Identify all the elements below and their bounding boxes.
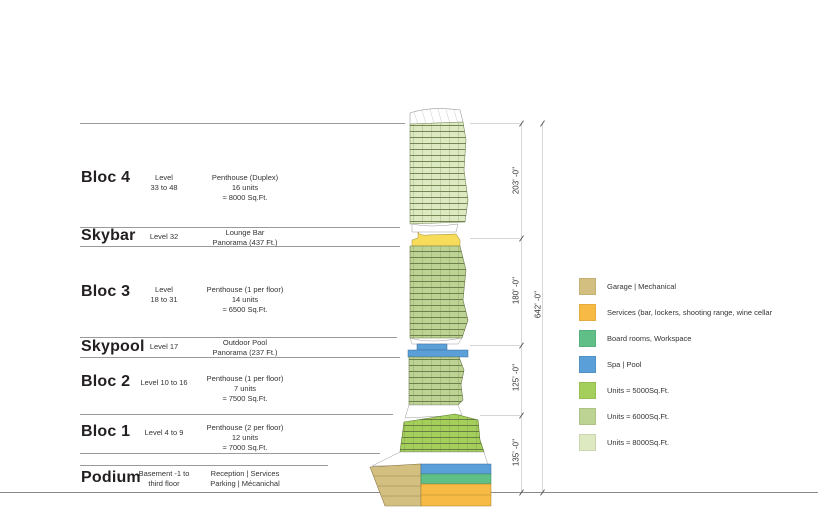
- section-level: Basement -1 to third floor: [138, 469, 190, 488]
- section-level: Level 17: [149, 342, 179, 351]
- legend-item-units-6000: Units ≈ 6000Sq.Ft.: [579, 407, 669, 425]
- section-title: Skypool: [81, 338, 145, 355]
- section-description: Outdoor Pool Panorama (237 Ft.): [212, 338, 278, 357]
- section-title: Bloc 1: [81, 423, 131, 440]
- section-description: Reception | Services Parking | Mécanicha…: [210, 469, 280, 488]
- tower-podium: [369, 463, 492, 507]
- dim-extension-skypool: [470, 345, 520, 346]
- dim-label-bloc4: 203' -0'': [511, 166, 521, 195]
- dim-extension-bloc1: [480, 415, 520, 416]
- legend-item-spa-pool: Spa | Pool: [579, 355, 641, 373]
- dim-line-segments: [521, 123, 522, 492]
- section-description: Lounge Bar Panorama (437 Ft.): [212, 228, 278, 247]
- section-description: Penthouse (1 per floor) 14 units ≈ 6500 …: [206, 285, 284, 314]
- legend-swatch: [579, 303, 596, 321]
- section-level: Level 18 to 31: [150, 285, 178, 304]
- legend-swatch: [579, 381, 596, 399]
- legend-item-garage: Garage | Mechanical: [579, 277, 676, 295]
- dim-line-total: [542, 123, 543, 492]
- legend-item-units-8000: Units ≈ 8000Sq.Ft.: [579, 433, 669, 451]
- tower-bloc1: [399, 413, 485, 453]
- divider-skybar-bloc3: [80, 246, 400, 247]
- section-title: Bloc 4: [81, 169, 131, 186]
- divider-skypool-bloc2: [80, 357, 400, 358]
- tower-skybar: [411, 223, 461, 247]
- section-level: Level 4 to 9: [144, 428, 184, 437]
- legend-item-units-5000: Units ≈ 5000Sq.Ft.: [579, 381, 669, 399]
- divider-bloc1-podium: [80, 453, 380, 454]
- section-title: Podium: [81, 469, 141, 486]
- legend-item-services: Services (bar, lockers, shooting range, …: [579, 303, 772, 321]
- dim-label-bloc1: 135' -0'': [511, 438, 521, 467]
- legend-swatch: [579, 355, 596, 373]
- legend-swatch: [579, 329, 596, 347]
- tower-bloc2: [408, 356, 465, 406]
- section-level: Level 32: [149, 232, 179, 241]
- dim-extension-top: [470, 123, 520, 124]
- tower-bloc3: [409, 245, 469, 339]
- dim-label-bloc3: 180' -0'': [511, 276, 521, 305]
- legend-item-board-rooms: Board rooms, Workspace: [579, 329, 691, 347]
- dim-label-bloc2: 125' -0'': [511, 363, 521, 392]
- section-description: Penthouse (1 per floor) 7 units ≈ 7500 S…: [206, 374, 284, 403]
- divider-podium-top: [80, 465, 328, 466]
- divider-bloc2-bloc1: [80, 414, 393, 415]
- section-title: Skybar: [81, 227, 136, 244]
- section-description: Penthouse (2 per floor) 12 units ≈ 7000 …: [206, 423, 284, 452]
- tower-section-drawing: [369, 108, 492, 507]
- section-level: Level 33 to 48: [150, 173, 178, 192]
- tower-skypool: [407, 337, 469, 358]
- legend-swatch: [579, 407, 596, 425]
- divider-top: [80, 123, 405, 124]
- tower-transition: [404, 404, 463, 419]
- legend-swatch: [579, 433, 596, 451]
- tower-bloc4: [409, 121, 469, 225]
- legend-swatch: [579, 277, 596, 295]
- dim-label-total: 642' -0'': [533, 290, 543, 319]
- section-description: Penthouse (Duplex) 16 units ≈ 8000 Sq.Ft…: [211, 173, 279, 202]
- section-title: Bloc 2: [81, 373, 131, 390]
- section-level: Level 10 to 16: [140, 378, 188, 387]
- dim-extension-skybar: [470, 238, 520, 239]
- divider-bloc3-skypool: [80, 337, 397, 338]
- section-title: Bloc 3: [81, 283, 131, 300]
- divider-bloc4-skybar: [80, 227, 400, 228]
- tower-crown: [409, 108, 464, 125]
